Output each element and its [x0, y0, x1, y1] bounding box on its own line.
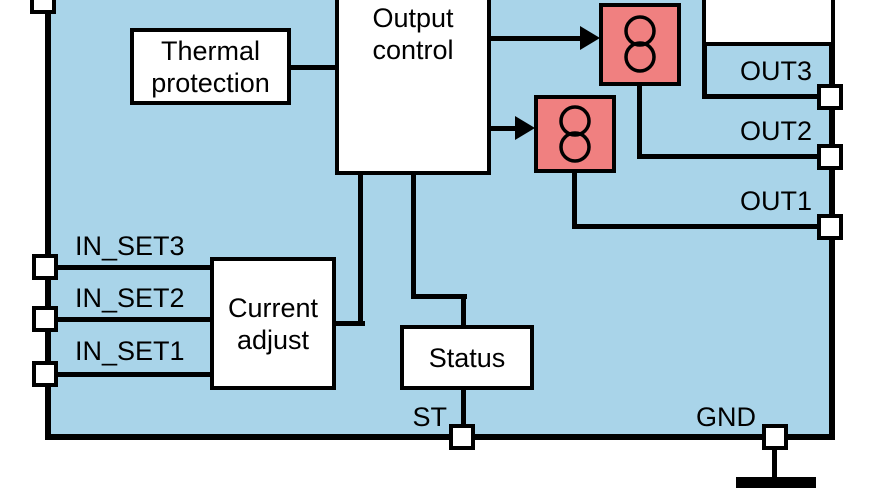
wire-output-control-to-status-h [411, 294, 467, 299]
pin-out2 [817, 144, 843, 170]
pin-label-in-set3: IN_SET3 [75, 231, 185, 261]
pin-in-set1 [32, 361, 58, 387]
pin-in-set2 [32, 306, 58, 332]
current-adjust-label-line2: adjust [236, 324, 310, 355]
wire-gnd-down [772, 448, 777, 479]
output-control-block: Output control [335, 0, 491, 175]
current-adjust-block: Current adjust [210, 257, 336, 390]
current-source-icon [624, 14, 656, 73]
pin-out1 [817, 214, 843, 240]
current-source-icon [559, 105, 591, 163]
status-label: Status [428, 342, 506, 373]
wire-topright-down [702, 44, 707, 96]
current-source-block-top [599, 3, 681, 86]
wire-current-source-bottom-down [572, 171, 577, 229]
wire-to-out2 [637, 154, 823, 159]
wire-in-set2 [48, 317, 213, 322]
wire-thermal-to-output-control [290, 65, 337, 70]
output-control-label-line2: control [372, 35, 454, 65]
thermal-protection-block: Thermal protection [130, 28, 291, 105]
thermal-protection-label-line1: Thermal [160, 35, 261, 66]
pin-out3 [817, 84, 843, 110]
pin-gnd [762, 424, 788, 450]
wire-in-set3 [48, 265, 213, 270]
cropped-block-top-right [702, 0, 835, 46]
status-block: Status [400, 325, 534, 390]
arrow-right-icon [515, 116, 535, 140]
current-source-block-bottom [534, 95, 616, 173]
output-control-label-line1: Output [372, 3, 454, 33]
pin-st [449, 424, 475, 450]
pin-label-gnd: GND [696, 402, 756, 432]
wire-to-out3 [702, 94, 822, 99]
pin-top-left [30, 0, 56, 14]
pin-label-out1: OUT1 [739, 186, 812, 216]
wire-to-out1 [572, 224, 823, 229]
wire-current-adjust-to-output-control [358, 173, 363, 326]
wire-current-adjust-horizontal [334, 321, 365, 326]
ground-symbol-icon [736, 477, 816, 488]
pin-label-in-set1: IN_SET1 [75, 336, 185, 366]
wire-output-control-to-current-source-top [490, 36, 582, 41]
wire-output-control-to-status-v1 [411, 173, 416, 299]
arrow-right-icon [580, 26, 600, 50]
pin-label-out3: OUT3 [739, 56, 812, 86]
thermal-protection-label-line2: protection [151, 67, 270, 98]
pin-in-set3 [32, 254, 58, 280]
wire-current-source-top-down [637, 84, 642, 159]
wire-output-control-to-status-v2 [461, 294, 466, 327]
wire-status-to-st [461, 388, 466, 428]
pin-label-st: ST [412, 402, 447, 432]
pin-label-out2: OUT2 [739, 116, 812, 146]
current-adjust-label-line1: Current [227, 292, 319, 323]
pin-label-in-set2: IN_SET2 [75, 283, 185, 313]
wire-in-set1 [48, 372, 213, 377]
wire-output-control-to-current-source-bottom [490, 126, 517, 131]
